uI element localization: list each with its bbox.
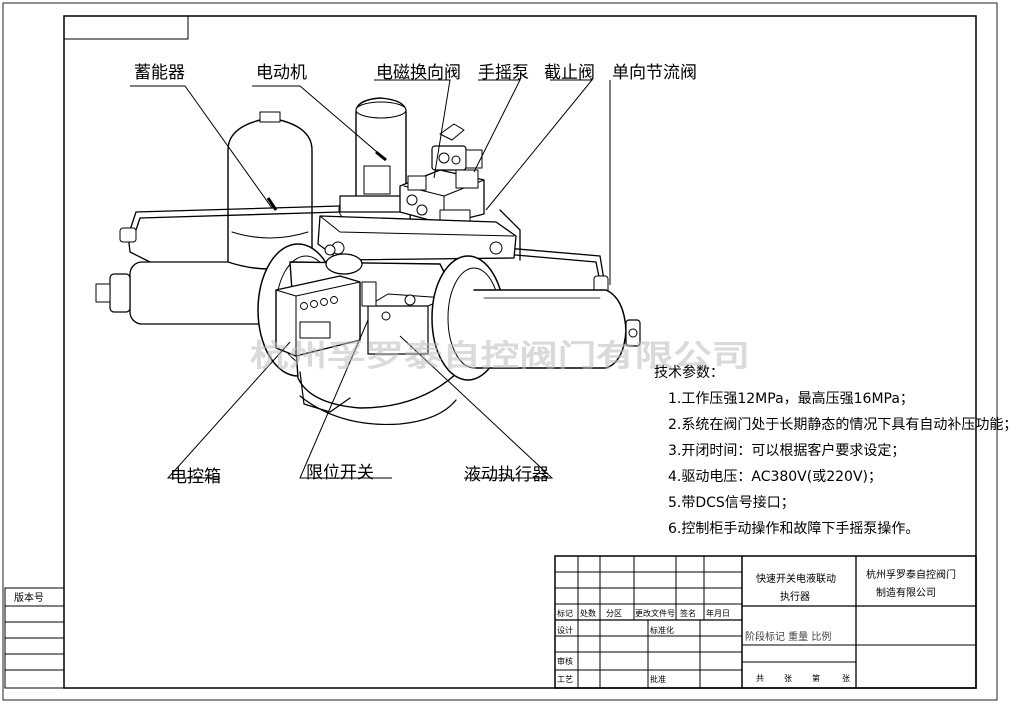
spec-item: 5.带DCS信号接口；: [668, 495, 795, 511]
spec-item: 6.控制柜手动操作和故障下手摇泵操作。: [668, 521, 920, 537]
watermark-text: 杭州孚罗泰自控阀门有限公司: [250, 339, 750, 374]
header-change-doc: 更改文件号: [635, 609, 675, 618]
left-fitting: [119, 227, 137, 243]
header-date: 年月日: [706, 609, 730, 618]
company-line2: 制造有限公司: [876, 588, 936, 599]
leader-lines: [130, 79, 611, 479]
company-line1: 杭州孚罗泰自控阀门: [866, 570, 956, 581]
specs-heading: 技术参数：: [654, 365, 724, 381]
rear-cylinder: [95, 261, 281, 325]
label-control-box: 电控箱: [170, 467, 221, 487]
drawing-title-line1: 快速开关电液联动: [756, 574, 836, 585]
inner-frame: [63, 15, 977, 689]
header-mark: 标记: [557, 609, 573, 618]
stage-row: 阶段标记 重量 比例: [745, 632, 832, 643]
sheet-total: 共: [756, 674, 764, 683]
valve-manifold: [399, 123, 485, 225]
spec-item: 4.驱动电压：AC380V(或220V)；: [668, 469, 882, 485]
header-zone: 分区: [606, 609, 622, 618]
accumulator-body: [227, 111, 313, 270]
role-process: 工艺: [557, 675, 573, 684]
spec-item: 2.系统在阀门处于长期静态的情况下具有自动补压功能；: [668, 417, 1017, 433]
label-hand-pump: 手摇泵: [478, 63, 529, 83]
machine-illustration: [95, 97, 641, 426]
label-stop-valve: 截止阀: [544, 63, 595, 83]
sheet-number-unit: 张: [842, 674, 850, 683]
control-box-body: [275, 275, 377, 357]
title-block: [554, 555, 977, 689]
role-design: 设计: [557, 626, 573, 635]
main-cylinder: [473, 289, 641, 369]
label-accumulator: 蓄能器: [134, 63, 185, 83]
spec-item: 1.工作压强12MPa，最高压强16MPa；: [668, 391, 914, 407]
base-plate: [317, 215, 517, 261]
sheet-number: 第: [812, 674, 820, 683]
header-count: 处数: [580, 609, 596, 618]
label-motor: 电动机: [256, 63, 307, 83]
label-throttle-valve: 单向节流阀: [612, 63, 697, 83]
label-limit-switch: 限位开关: [306, 463, 374, 483]
label-actuator: 液动执行器: [464, 465, 549, 485]
header-signature: 签名: [680, 609, 696, 618]
version-column: [4, 587, 65, 689]
role-standard: 标准化: [650, 626, 674, 635]
label-solenoid-valve: 电磁换向阀: [376, 63, 461, 83]
outer-border: [2, 2, 998, 701]
pedestal: [299, 371, 351, 413]
role-approve: 批准: [650, 675, 666, 684]
corner-box: [63, 15, 189, 40]
drawing-title-line2: 执行器: [780, 592, 810, 603]
role-review: 审核: [557, 657, 573, 666]
spec-item: 3.开闭时间：可以根据客户要求设定；: [668, 443, 906, 459]
sheet-total-unit: 张: [784, 674, 792, 683]
version-label: 版本号: [14, 591, 44, 604]
